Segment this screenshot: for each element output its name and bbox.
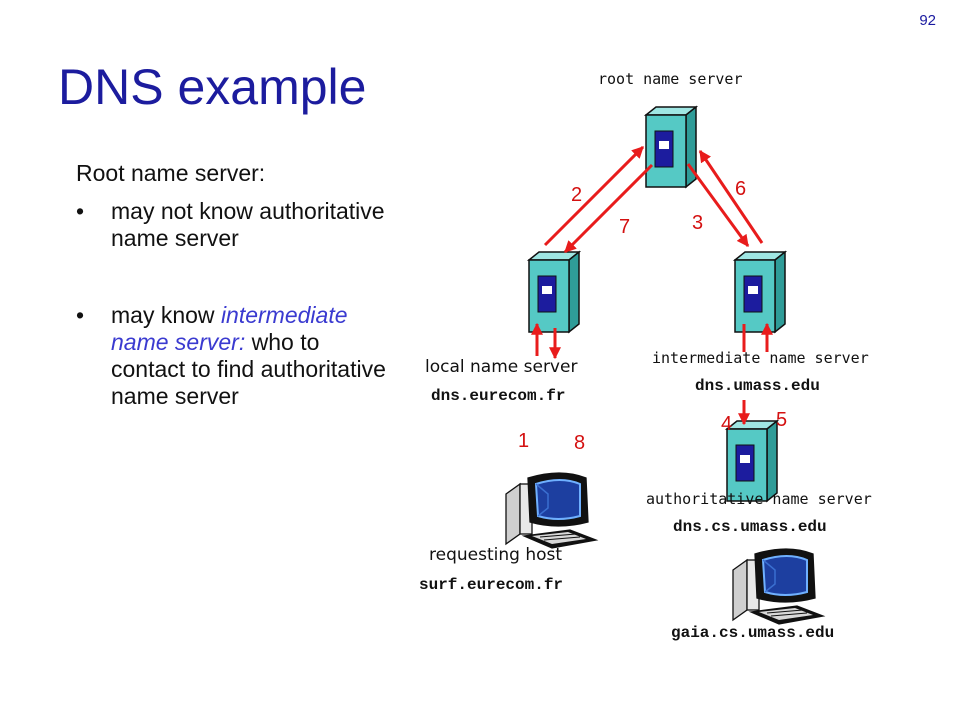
step-number-2: 2 — [571, 184, 583, 206]
local-server-icon — [528, 251, 580, 333]
authoritative-server-host: dns.cs.umass.edu — [673, 518, 827, 536]
step-number-7: 7 — [619, 216, 631, 238]
bullet-emphasis: intermediate name server: — [111, 302, 348, 355]
step-number-1: 1 — [518, 430, 530, 452]
requesting-host-label: requesting host — [429, 545, 563, 565]
arrow-step-7 — [563, 163, 654, 254]
requesting-host-name: surf.eurecom.fr — [419, 576, 564, 594]
slide-title: DNS example — [58, 59, 367, 115]
bullet-text-part: may know — [111, 302, 221, 328]
bullet-text-part: who to contact to find authoritative nam… — [111, 329, 386, 409]
requesting-host-icon — [505, 472, 597, 549]
bullet-text: may not know authoritative name server — [111, 198, 385, 251]
target-host-icon — [732, 548, 824, 625]
step-number-6: 6 — [735, 178, 747, 200]
arrow-step-3 — [686, 163, 750, 247]
bullet-text: may know intermediate name server: who t… — [111, 302, 394, 410]
intermediate-server-icon — [734, 251, 786, 333]
local-server-host: dns.eurecom.fr — [431, 387, 566, 405]
step-number-8: 8 — [574, 432, 586, 454]
bullet-dot: • — [76, 198, 85, 224]
root-server-label: root name server — [598, 70, 743, 88]
page-number: 92 — [919, 12, 936, 29]
arrow-step-2 — [543, 145, 645, 247]
step-number-3: 3 — [692, 212, 704, 234]
authoritative-server-label: authoritative name server — [646, 490, 872, 508]
local-server-label: local name server — [425, 357, 578, 377]
bullet-item-2: • may know intermediate name server: who… — [76, 302, 394, 410]
step-number-5: 5 — [776, 409, 788, 431]
authoritative-server-icon — [726, 420, 778, 502]
bullet-item-1: • may not know authoritative name server — [76, 198, 394, 252]
lead-line: Root name server: — [76, 160, 266, 186]
bullet-dot: • — [76, 302, 85, 328]
target-host-name: gaia.cs.umass.edu — [671, 624, 835, 642]
intermediate-server-label: intermediate name server — [652, 349, 869, 367]
root-server-icon — [645, 106, 697, 188]
step-number-4: 4 — [721, 413, 733, 435]
arrow-step-6 — [698, 150, 764, 244]
intermediate-server-host: dns.umass.edu — [695, 377, 820, 395]
